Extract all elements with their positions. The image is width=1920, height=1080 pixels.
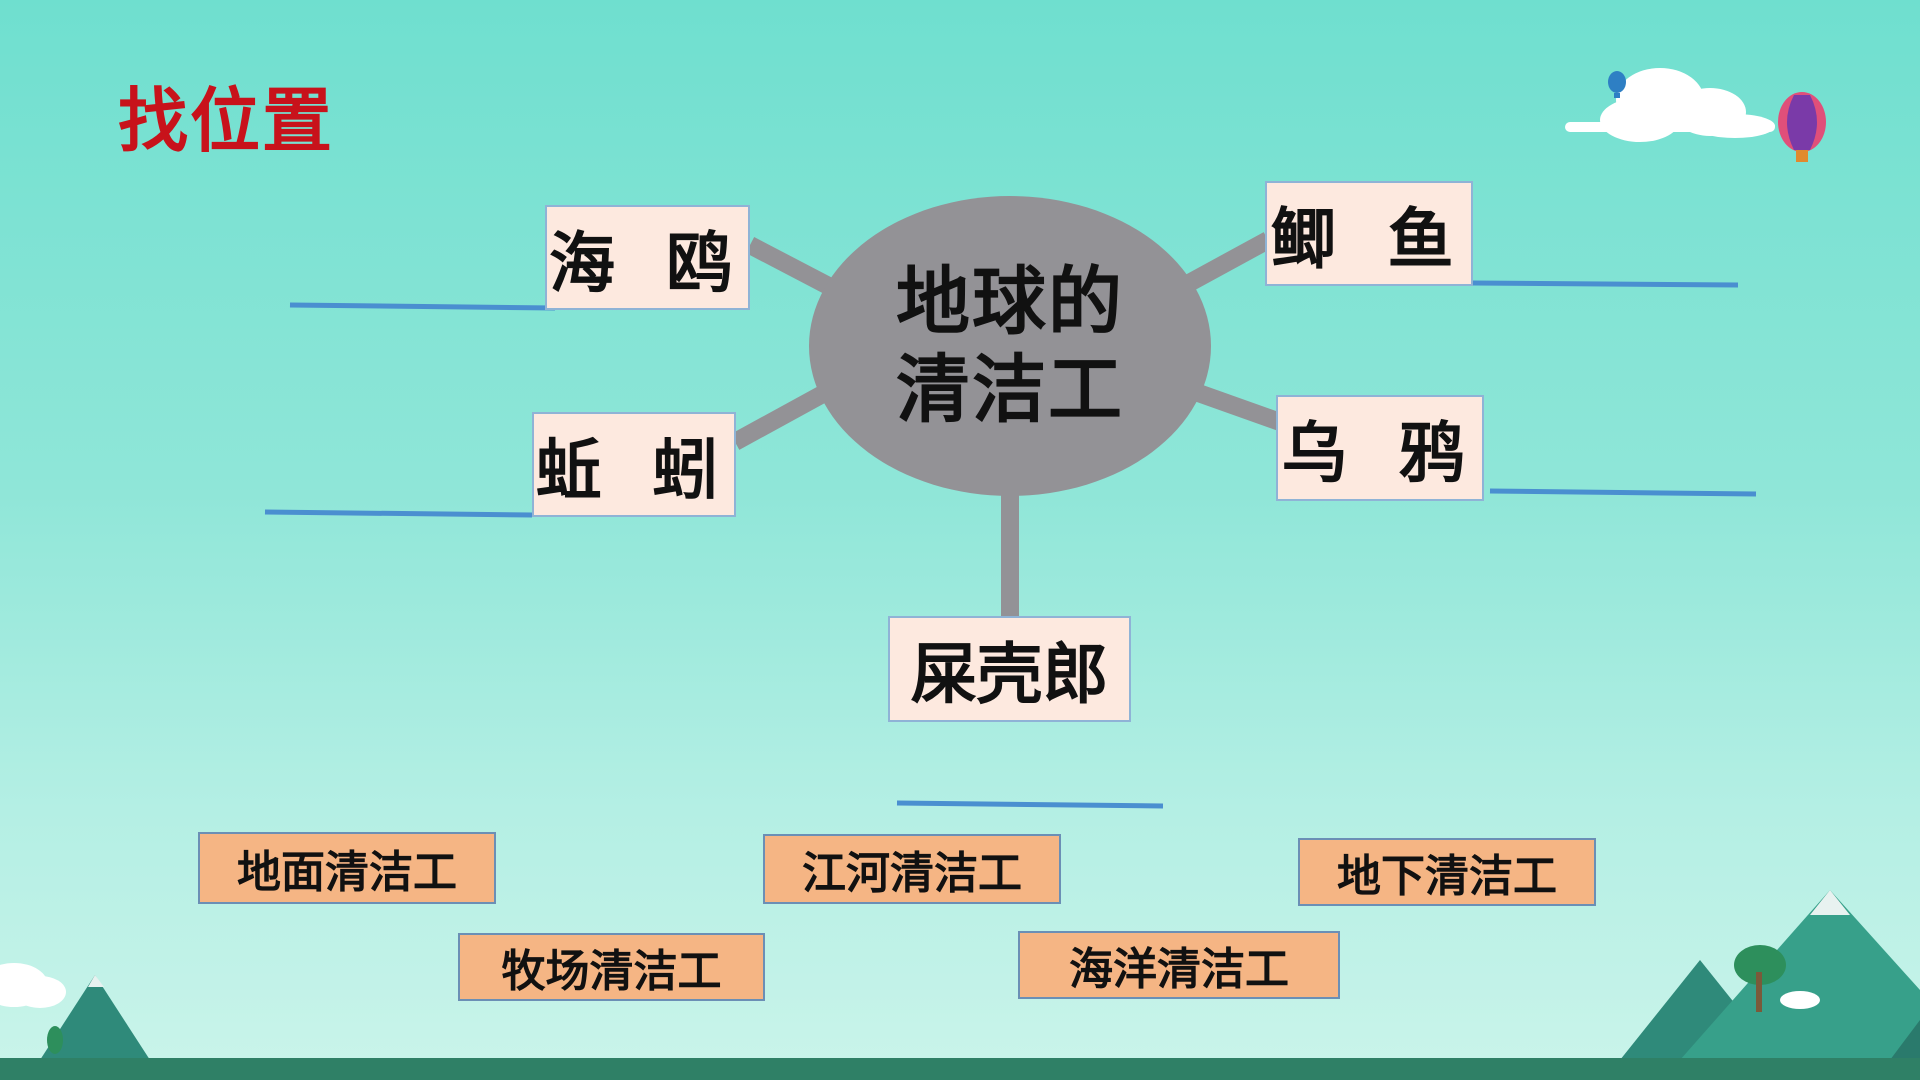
node-label: 乌 鸦 [1281, 415, 1479, 492]
answer-blank-seagull[interactable] [289, 302, 556, 311]
node-seagull: 海 鸥 [545, 205, 750, 310]
node-label: 屎壳郎 [910, 636, 1109, 713]
small-balloon-icon [1608, 71, 1626, 98]
cloud-icon [1565, 68, 1775, 142]
node-label: 海 鸥 [549, 224, 746, 302]
hot-air-balloon-icon [1778, 92, 1826, 162]
answer-blank-dung-beetle[interactable] [896, 800, 1164, 809]
spoke-connectors [730, 232, 1284, 620]
node-label: 鲫 鱼 [1270, 200, 1468, 278]
mountain-icon [1620, 890, 1920, 1060]
option-underground-cleaner[interactable]: 地下清洁工 [1298, 838, 1596, 906]
node-dung-beetle: 屎壳郎 [888, 616, 1131, 722]
node-crow: 乌 鸦 [1276, 395, 1484, 501]
cloud-icon [0, 963, 66, 1008]
answer-blanks [264, 280, 1757, 809]
option-ground-cleaner[interactable]: 地面清洁工 [198, 832, 496, 904]
slide-title: 找位置 [118, 80, 334, 162]
answer-blank-crow[interactable] [1489, 488, 1757, 497]
answer-blank-earthworm[interactable] [264, 509, 533, 518]
option-river-cleaner[interactable]: 江河清洁工 [763, 834, 1061, 904]
option-ocean-cleaner[interactable]: 海洋清洁工 [1018, 931, 1340, 999]
node-crucian-carp: 鲫 鱼 [1265, 181, 1473, 286]
answer-blank-crucian-carp[interactable] [1472, 280, 1739, 288]
center-hub: 地球的清洁工 [809, 196, 1211, 496]
node-label: 蚯 蚓 [535, 431, 733, 509]
mountain-icon [40, 975, 150, 1060]
center-hub-label: 地球的清洁工 [896, 259, 1124, 433]
option-pasture-cleaner[interactable]: 牧场清洁工 [458, 933, 765, 1001]
node-earthworm: 蚯 蚓 [532, 412, 736, 517]
ground-strip [0, 1058, 1920, 1080]
